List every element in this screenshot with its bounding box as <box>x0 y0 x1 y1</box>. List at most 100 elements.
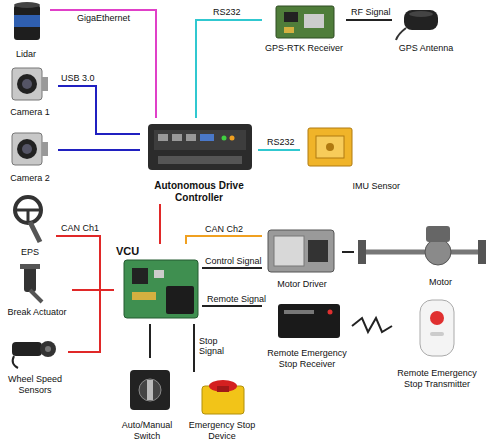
signal-wire <box>159 204 161 244</box>
signal-wire <box>68 290 114 352</box>
component-node: Motor Driver <box>262 226 342 290</box>
component-label: Remote Emergency Stop Receiver <box>262 348 352 369</box>
component-node: EPS <box>4 192 56 258</box>
controller-icon <box>230 136 235 141</box>
component-label: EPS <box>4 247 56 257</box>
component-label: Camera 2 <box>2 173 58 183</box>
signal-wire <box>149 324 151 358</box>
camera-icon <box>42 77 48 91</box>
component-label: Lidar <box>2 49 50 59</box>
emergency-stop-icon <box>217 386 229 392</box>
label-block: Camera 2 <box>2 173 58 183</box>
motor-driver-icon <box>268 230 334 272</box>
component-label: Emergency Stop Device <box>184 420 260 441</box>
component-node: Remote Emergency Stop Transmitter <box>392 296 482 390</box>
camera-icon <box>12 133 48 165</box>
switch-icon <box>130 370 170 410</box>
signal-label: GigaEthernet <box>76 13 131 23</box>
label-block: Wheel Speed Sensors <box>2 374 68 395</box>
component-node: Camera 2 <box>2 128 58 184</box>
label-block: GPS Antenna <box>392 43 460 53</box>
label-block: Motor <box>354 277 490 287</box>
gps-antenna-icon <box>404 10 438 30</box>
component-label: GPS Antenna <box>392 43 460 53</box>
lidar-icon <box>14 5 40 40</box>
imu-icon <box>308 128 352 166</box>
camera-icon <box>17 74 37 94</box>
signal-label: CAN Ch1 <box>60 223 100 233</box>
gps-antenna-icon <box>396 10 438 40</box>
component-node: Lidar <box>2 2 50 60</box>
emergency-stop-icon <box>209 380 237 392</box>
transmitter-icon <box>430 332 444 336</box>
switch-icon <box>147 380 153 400</box>
gps-antenna-icon <box>396 28 406 40</box>
motor-axle-icon <box>360 250 486 255</box>
component-node: IMU Sensor <box>300 120 400 192</box>
motor-axle-icon <box>478 240 486 264</box>
signal-wire <box>202 305 262 307</box>
emergency-stop-icon <box>202 386 244 414</box>
signal-wire <box>58 86 140 134</box>
steering-icon <box>15 197 41 223</box>
controller-icon <box>186 134 196 141</box>
motor-axle-icon <box>358 226 486 265</box>
receiver-icon <box>278 304 340 338</box>
component-node: Motor <box>354 222 490 288</box>
component-node: GPS Antenna <box>392 2 460 54</box>
signal-wire <box>352 318 392 332</box>
camera-icon <box>12 68 42 100</box>
signal-wire <box>258 149 300 151</box>
signal-wire <box>58 149 140 151</box>
motor-axle-icon <box>358 240 366 264</box>
lidar-icon <box>14 2 40 40</box>
signal-label: RF Signal <box>350 7 392 17</box>
vcu-board-icon <box>124 260 198 318</box>
controller-icon <box>158 156 242 164</box>
wheel-sensor-icon <box>40 341 56 357</box>
steering-icon <box>30 222 40 242</box>
component-label: Auto/Manual Switch <box>112 420 182 441</box>
signal-label: Remote Signal <box>206 294 267 304</box>
motor-driver-icon <box>274 236 304 266</box>
label-block: Camera 1 <box>2 107 58 117</box>
signal-wire <box>202 267 262 269</box>
signal-label: CAN Ch2 <box>204 224 244 234</box>
label-block: Emergency Stop Device <box>184 420 260 441</box>
component-node: Remote Emergency Stop Receiver <box>262 298 352 370</box>
gps-antenna-icon <box>409 11 433 17</box>
signal-label: RS232 <box>266 137 296 147</box>
controller-icon <box>154 130 246 150</box>
controller-icon <box>172 134 182 141</box>
label-block: Autonomous Drive Controller <box>140 180 258 203</box>
signal-wire <box>193 324 195 372</box>
gps-receiver-icon <box>284 27 294 33</box>
component-label: GPS-RTK Receiver <box>262 43 346 53</box>
component-label: Motor <box>354 277 452 287</box>
component-label: Wheel Speed Sensors <box>2 374 68 395</box>
motor-axle-icon <box>426 226 450 242</box>
switch-icon <box>130 370 170 410</box>
signal-label: Control Signal <box>204 256 263 266</box>
vcu-board-icon <box>166 286 194 314</box>
controller-icon <box>148 124 252 170</box>
vcu-board-icon <box>154 270 164 278</box>
motor-axle-icon <box>425 239 451 265</box>
camera-icon <box>22 79 32 89</box>
label-block: Remote Emergency Stop Receiver <box>262 348 352 369</box>
label-block: VCU <box>114 245 202 258</box>
brake-actuator-icon <box>30 290 42 302</box>
receiver-icon <box>284 310 314 314</box>
signal-wire <box>196 20 262 118</box>
imu-icon <box>308 128 352 166</box>
gps-receiver-icon <box>304 14 324 28</box>
component-label: IMU Sensor <box>300 181 400 191</box>
label-block: Lidar <box>2 49 50 59</box>
camera-icon <box>42 142 48 156</box>
component-node: Autonomous Drive Controller <box>140 118 258 204</box>
wheel-sensor-icon <box>45 346 51 352</box>
imu-icon <box>326 143 334 151</box>
component-node: GPS-RTK Receiver <box>262 2 346 54</box>
component-label: Remote Emergency Stop Transmitter <box>392 368 482 389</box>
signal-wire <box>50 10 156 118</box>
